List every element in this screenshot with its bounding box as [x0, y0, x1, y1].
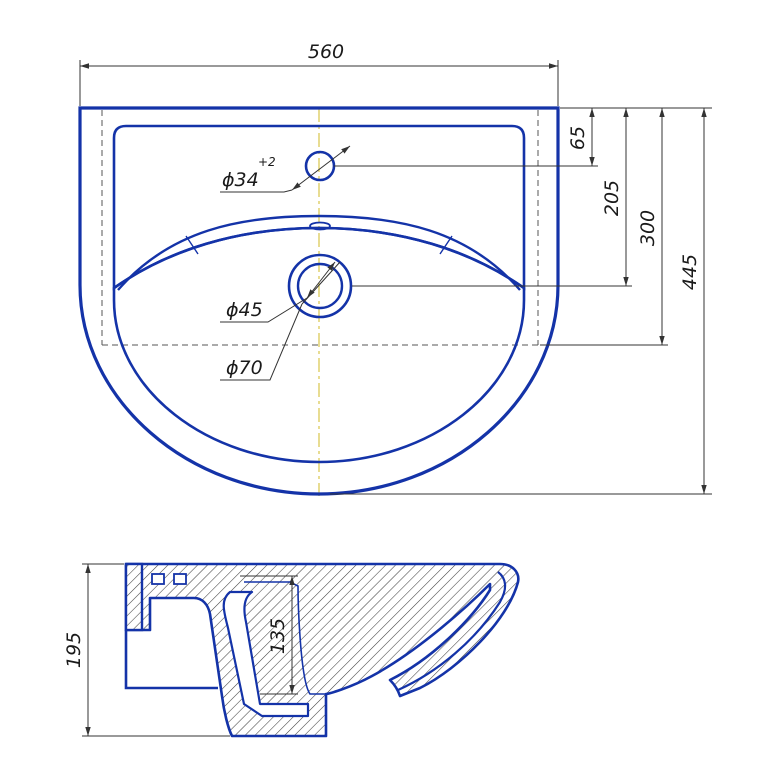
- top-slot-1: [151, 573, 165, 585]
- drain-inner-value: 45: [239, 299, 263, 321]
- dim-65-label: 65: [567, 126, 589, 150]
- diameter-symbol: ϕ: [226, 357, 239, 379]
- overflow-channel: [397, 571, 507, 692]
- inner-channel: [222, 590, 310, 718]
- diameter-symbol: ϕ: [222, 169, 235, 191]
- dim-300-label: 300: [637, 210, 659, 246]
- dim-205-label: 205: [601, 180, 623, 216]
- support-leg-outline: [124, 630, 218, 690]
- rim-block-left: [124, 562, 144, 632]
- top-view: 560 65 205 300 445 ϕ34 +2 ϕ45 ϕ70: [78, 41, 712, 496]
- drain-outer-diameter-label: ϕ70: [226, 357, 263, 379]
- drain-outer-diameter-line: [301, 261, 341, 305]
- overflow-slot: [309, 221, 331, 231]
- slope-mark-right: [439, 235, 453, 255]
- drain-outer-circle: [287, 253, 353, 319]
- width-dimension-label: 560: [308, 41, 344, 63]
- diameter-symbol: ϕ: [226, 299, 239, 321]
- tap-hole-tolerance: +2: [258, 155, 276, 169]
- dim-445-label: 445: [679, 254, 701, 290]
- drain-outer-leader: [220, 303, 303, 381]
- side-section-view: 195 135: [63, 562, 520, 738]
- bowl-inner-surface: [244, 581, 326, 695]
- bowl-back-slope: [117, 214, 521, 291]
- drain-inner-diameter-label: ϕ45: [226, 299, 263, 321]
- drain-inner-leader: [220, 297, 308, 323]
- tap-hole-diameter-label: ϕ34: [222, 169, 259, 191]
- tap-hole-value: 34: [235, 169, 259, 191]
- top-slot-2: [173, 573, 187, 585]
- tap-hole-leader: [220, 189, 293, 193]
- drain-inner-diameter-line: [306, 261, 336, 299]
- basin-outer-outline: [78, 106, 560, 496]
- tap-hole-diameter-line: [291, 145, 351, 191]
- dim-195-label: 195: [63, 632, 85, 668]
- drain-outer-value: 70: [239, 357, 263, 379]
- bowl-inner-outline: [112, 226, 526, 464]
- slope-mark-left: [185, 235, 199, 255]
- dim-135-label: 135: [267, 618, 289, 654]
